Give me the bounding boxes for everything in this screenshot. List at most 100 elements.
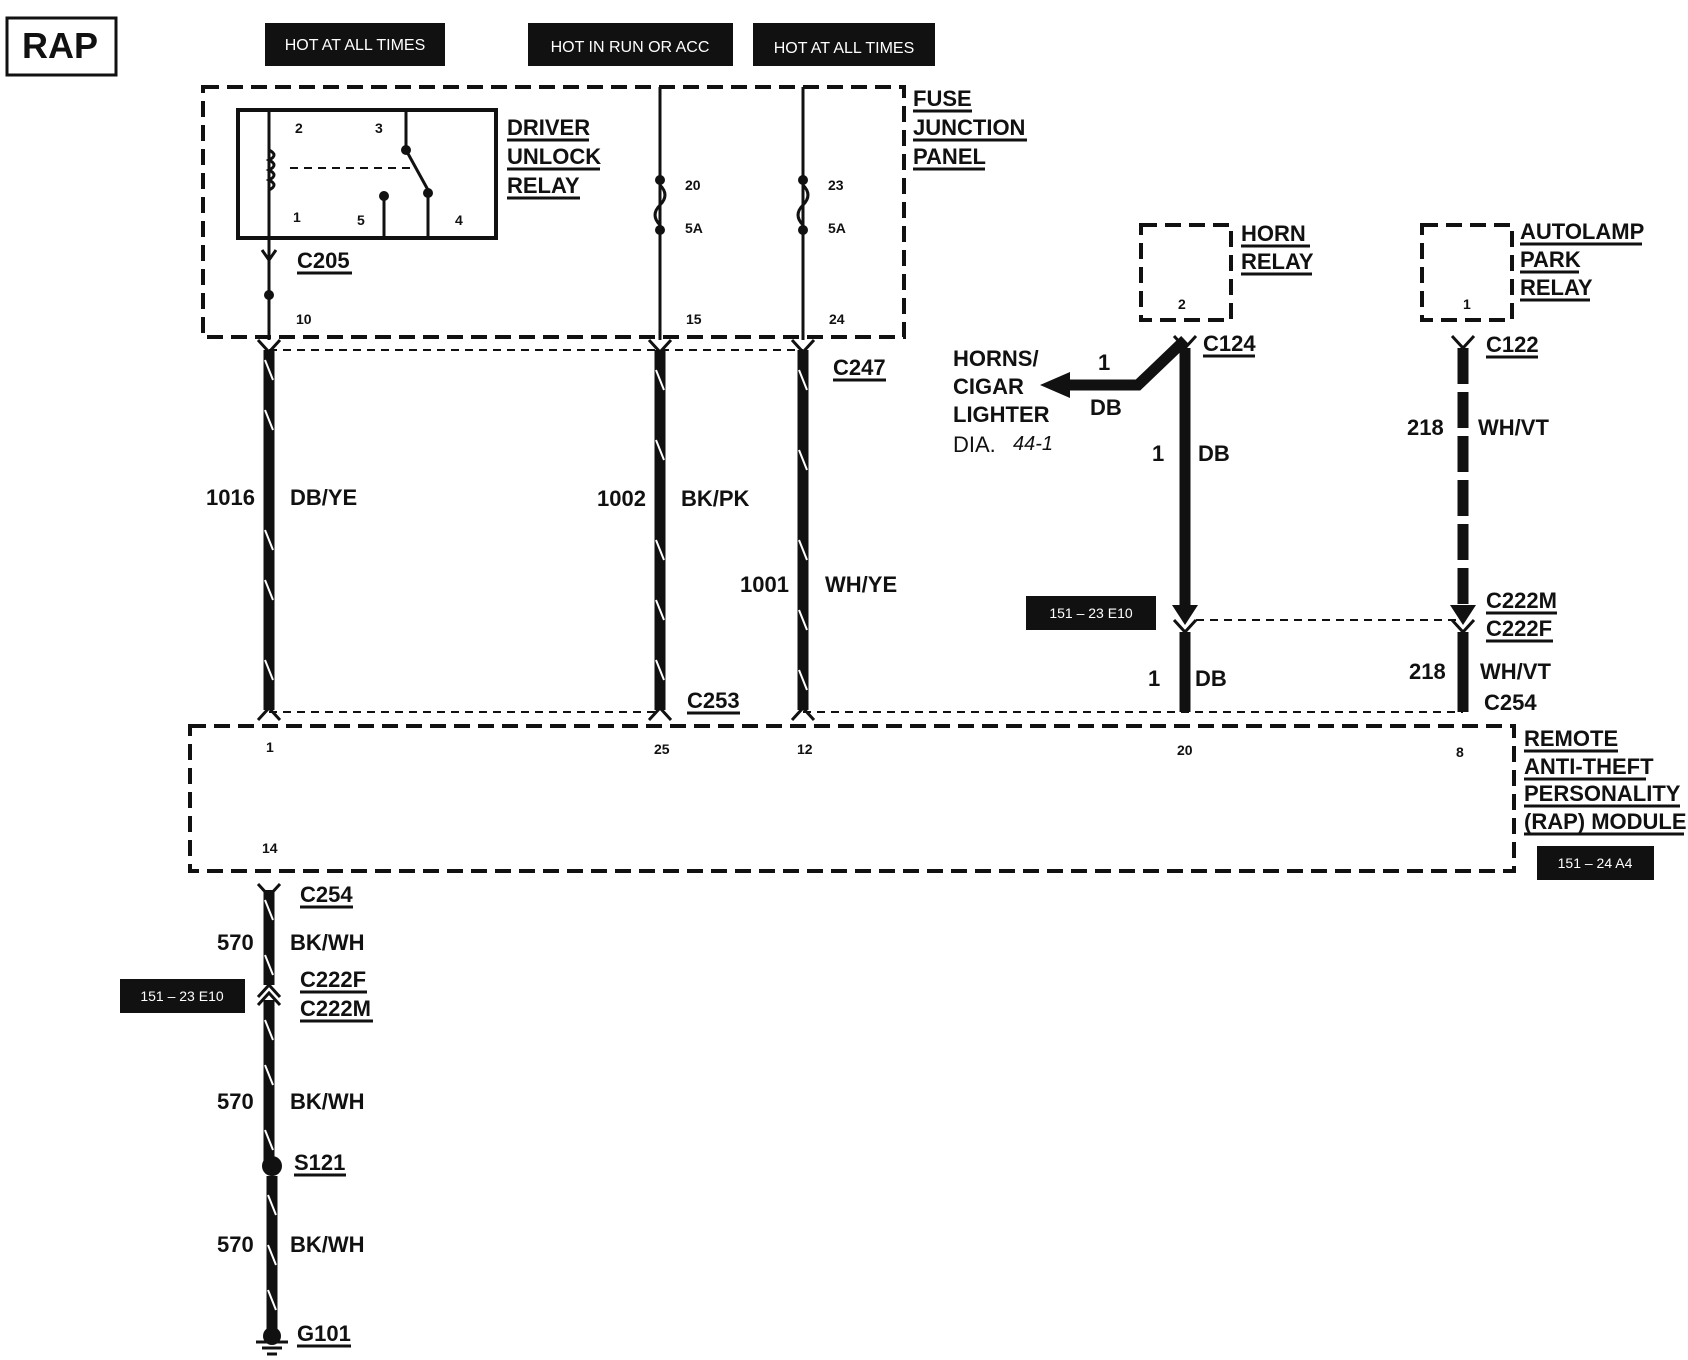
horn-relay-box (1139, 223, 1233, 322)
svg-text:BK/WH: BK/WH (290, 930, 365, 955)
horns-cigar-lighter-label: HORNS/ CIGAR LIGHTER DIA. 44-1 (953, 346, 1053, 457)
svg-text:PARK: PARK (1520, 247, 1581, 272)
svg-text:1: 1 (1152, 441, 1164, 466)
svg-text:14: 14 (262, 840, 278, 856)
svg-text:25: 25 (654, 741, 670, 757)
svg-text:12: 12 (797, 741, 813, 757)
svg-text:23: 23 (828, 177, 844, 193)
svg-text:1: 1 (1098, 350, 1110, 375)
wire-218: 218 WH/VT 218 WH/VT (1407, 348, 1551, 712)
ref-tag-151-23-e10-left: 151 – 23 E10 (120, 979, 245, 1013)
wire-1002: 1002 BK/PK (597, 350, 750, 710)
svg-text:BK/WH: BK/WH (290, 1232, 365, 1257)
wire-570: 570 BK/WH 570 BK/WH 570 BK/WH (217, 890, 365, 1335)
svg-text:HORN: HORN (1241, 221, 1306, 246)
svg-text:WH/VT: WH/VT (1478, 415, 1549, 440)
svg-text:HOT AT ALL TIMES: HOT AT ALL TIMES (774, 40, 915, 57)
autolamp-relay-box (1420, 223, 1514, 322)
svg-text:8: 8 (1456, 744, 1464, 760)
svg-text:UNLOCK: UNLOCK (507, 144, 601, 169)
svg-text:WH/VT: WH/VT (1480, 659, 1551, 684)
svg-text:4: 4 (455, 212, 463, 228)
svg-text:WH/YE: WH/YE (825, 572, 897, 597)
power-label-2: HOT IN RUN OR ACC (528, 23, 733, 66)
svg-text:151 – 23 E10: 151 – 23 E10 (1049, 605, 1133, 621)
connector-c124: C124 (1203, 331, 1256, 356)
diagram-title: RAP (22, 25, 98, 66)
connector-c254-ground: C254 (300, 882, 353, 907)
svg-text:5A: 5A (685, 220, 703, 236)
svg-text:1001: 1001 (740, 572, 789, 597)
svg-text:1: 1 (293, 209, 301, 225)
svg-text:REMOTE: REMOTE (1524, 726, 1618, 751)
svg-text:1: 1 (1148, 666, 1160, 691)
power-label-3: HOT AT ALL TIMES (753, 23, 935, 66)
svg-text:PERSONALITY: PERSONALITY (1524, 781, 1681, 806)
connector-c253: C253 (687, 688, 740, 713)
svg-text:JUNCTION: JUNCTION (913, 115, 1025, 140)
title-box: RAP (5, 16, 118, 77)
svg-text:DB: DB (1090, 395, 1122, 420)
connector-c247: C247 (833, 355, 886, 380)
svg-text:HOT AT ALL TIMES: HOT AT ALL TIMES (285, 37, 426, 54)
svg-text:1: 1 (266, 739, 274, 755)
svg-text:ANTI-THEFT: ANTI-THEFT (1524, 754, 1654, 779)
splice-s121: S121 (294, 1150, 345, 1175)
svg-text:(RAP) MODULE: (RAP) MODULE (1524, 809, 1687, 834)
svg-text:15: 15 (686, 311, 702, 327)
connector-c222m: C222M (1486, 588, 1557, 613)
fuse-23: 23 5A 24 (796, 87, 846, 340)
wire-1016: 1016 DB/YE (206, 350, 357, 710)
svg-text:218: 218 (1407, 415, 1444, 440)
driver-unlock-relay: 2 3 1 5 4 (236, 108, 498, 240)
wire-db: 1 DB 1 DB (1148, 348, 1230, 712)
rap-module-box (188, 724, 1516, 873)
rap-module-label: REMOTE ANTI-THEFT PERSONALITY (RAP) MODU… (1524, 726, 1687, 836)
autolamp-relay-label: AUTOLAMP PARK RELAY (1520, 219, 1644, 302)
svg-text:PANEL: PANEL (913, 144, 986, 169)
ref-tag-151-23-e10: 151 – 23 E10 (1026, 596, 1156, 630)
svg-text:218: 218 (1409, 659, 1446, 684)
svg-text:570: 570 (217, 1232, 254, 1257)
svg-text:1016: 1016 (206, 485, 255, 510)
svg-text:2: 2 (1178, 296, 1186, 312)
svg-text:HOT IN RUN OR ACC: HOT IN RUN OR ACC (551, 39, 710, 56)
connector-c222f-ground: C222F (300, 967, 366, 992)
connector-c222m-ground: C222M (300, 996, 371, 1021)
svg-text:DB/YE: DB/YE (290, 485, 357, 510)
wire-1001: 1001 WH/YE (740, 350, 897, 710)
svg-text:5A: 5A (828, 220, 846, 236)
svg-text:CIGAR: CIGAR (953, 374, 1024, 399)
power-label-1: HOT AT ALL TIMES (265, 23, 445, 66)
svg-text:RELAY: RELAY (507, 173, 580, 198)
svg-text:44-1: 44-1 (1013, 433, 1053, 455)
svg-text:20: 20 (1177, 742, 1193, 758)
svg-text:151 – 24 A4: 151 – 24 A4 (1558, 855, 1633, 871)
svg-text:DB: DB (1195, 666, 1227, 691)
svg-text:570: 570 (217, 930, 254, 955)
svg-text:1: 1 (1463, 296, 1471, 312)
svg-text:151 – 23 E10: 151 – 23 E10 (140, 988, 224, 1004)
svg-text:1002: 1002 (597, 486, 646, 511)
horn-relay-label: HORN RELAY (1241, 221, 1314, 276)
svg-text:DIA.: DIA. (953, 432, 996, 457)
svg-text:10: 10 (296, 311, 312, 327)
connector-c254-right: C254 (1484, 690, 1537, 715)
svg-text:HORNS/: HORNS/ (953, 346, 1039, 371)
svg-text:FUSE: FUSE (913, 86, 972, 111)
svg-text:LIGHTER: LIGHTER (953, 402, 1050, 427)
svg-text:RELAY: RELAY (1241, 249, 1314, 274)
svg-text:DRIVER: DRIVER (507, 115, 590, 140)
svg-text:2: 2 (295, 120, 303, 136)
fuse-junction-panel-label: FUSE JUNCTION PANEL (913, 86, 1027, 171)
svg-text:20: 20 (685, 177, 701, 193)
svg-text:3: 3 (375, 120, 383, 136)
connector-c122: C122 (1486, 332, 1539, 357)
svg-text:BK/PK: BK/PK (681, 486, 750, 511)
ground-g101: G101 (297, 1321, 351, 1346)
fuse-20: 20 5A 15 (653, 87, 703, 340)
relay-label: DRIVER UNLOCK RELAY (507, 115, 601, 200)
ground-icon (256, 1327, 288, 1356)
connector-c205: C205 (297, 248, 350, 273)
